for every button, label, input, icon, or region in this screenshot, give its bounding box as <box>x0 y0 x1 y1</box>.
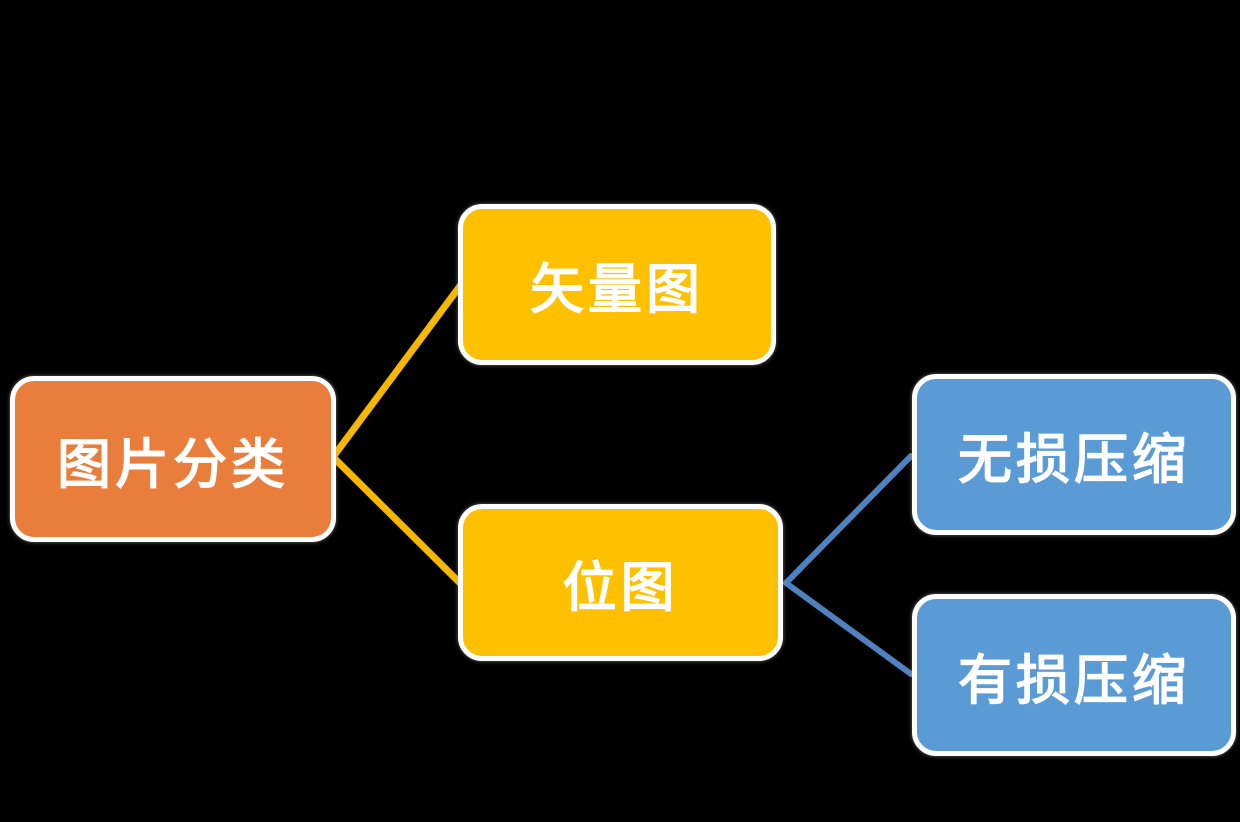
node-lossless-compression: 无损压缩 <box>912 374 1236 535</box>
root-node-image-classification: 图片分类 <box>10 376 336 542</box>
node-lossless-compression-label: 无损压缩 <box>958 430 1190 490</box>
node-vector-image: 矢量图 <box>458 204 776 365</box>
connector-root-to-vector <box>329 282 464 461</box>
node-bitmap-label: 位图 <box>562 558 679 618</box>
connector-root-to-bitmap <box>329 453 464 587</box>
connector-bitmap-to-lossless <box>783 453 914 586</box>
node-bitmap: 位图 <box>458 504 783 661</box>
node-lossy-compression-label: 有损压缩 <box>958 650 1190 711</box>
node-lossy-compression: 有损压缩 <box>912 594 1236 756</box>
connector-bitmap-to-lossy <box>783 580 914 677</box>
root-node-label: 图片分类 <box>57 434 289 495</box>
node-vector-image-label: 矢量图 <box>530 260 704 320</box>
